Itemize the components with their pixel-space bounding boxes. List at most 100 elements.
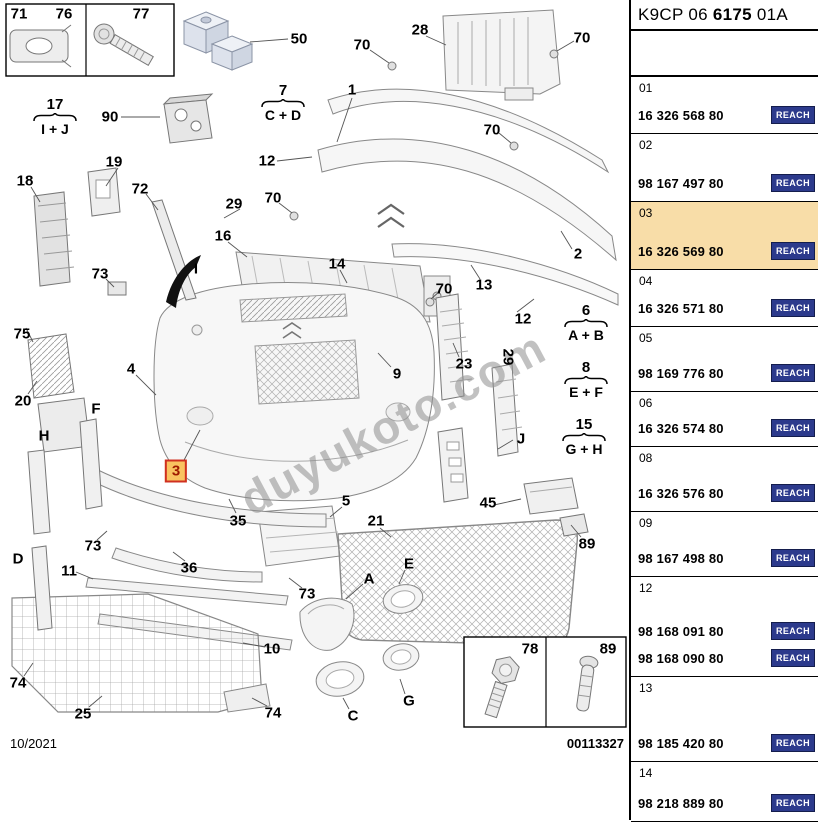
- callout-76[interactable]: 76: [55, 5, 73, 23]
- callout-4[interactable]: 4: [126, 360, 136, 378]
- callout-C[interactable]: C: [347, 707, 359, 725]
- callout-89[interactable]: 89: [599, 640, 617, 658]
- bumper-face[interactable]: [153, 282, 435, 502]
- part-2-upper-molding[interactable]: [317, 138, 617, 262]
- callout-71[interactable]: 71: [10, 5, 28, 23]
- callout-77[interactable]: 77: [132, 5, 150, 23]
- callout-90[interactable]: 90: [101, 108, 119, 126]
- part-90-module[interactable]: [162, 93, 214, 144]
- part-74-under-tray[interactable]: [11, 593, 271, 713]
- icon-box-top-left: [5, 3, 175, 77]
- callout-73[interactable]: 73: [84, 537, 102, 555]
- callout-A[interactable]: A: [363, 570, 375, 588]
- callout-78[interactable]: 78: [521, 640, 539, 658]
- callout-36[interactable]: 36: [180, 559, 198, 577]
- callout-29[interactable]: 29: [499, 348, 517, 366]
- reach-badge[interactable]: REACH: [770, 484, 815, 502]
- callout-2[interactable]: 2: [573, 245, 583, 263]
- callout-1[interactable]: 1: [347, 81, 357, 99]
- callout-89[interactable]: 89: [578, 535, 596, 553]
- part-1-upper-trim[interactable]: [327, 88, 610, 174]
- callout-73[interactable]: 73: [91, 265, 109, 283]
- callout-25[interactable]: 25: [74, 705, 92, 723]
- reach-badge[interactable]: REACH: [770, 364, 815, 382]
- reach-badge[interactable]: REACH: [770, 174, 815, 192]
- reach-badge[interactable]: REACH: [770, 299, 815, 317]
- reach-badge[interactable]: REACH: [770, 649, 815, 667]
- part-13-lower-trim[interactable]: [391, 243, 619, 306]
- callout-11[interactable]: 11: [61, 562, 77, 580]
- reach-badge[interactable]: REACH: [770, 734, 815, 752]
- brace-icon: [261, 98, 305, 107]
- callout-19[interactable]: 19: [105, 153, 123, 171]
- callout-12[interactable]: 12: [258, 152, 276, 170]
- callout-70[interactable]: 70: [353, 36, 371, 54]
- callout-70[interactable]: 70: [573, 29, 591, 47]
- callout-72[interactable]: 72: [131, 180, 149, 198]
- callout-75[interactable]: 75: [13, 325, 31, 343]
- reach-badge[interactable]: REACH: [770, 106, 815, 124]
- callout-D[interactable]: D: [12, 550, 24, 568]
- callout-74[interactable]: 74: [264, 704, 282, 722]
- fog-trim-parts[interactable]: [299, 581, 426, 700]
- part-28-deflector[interactable]: [442, 9, 561, 101]
- callout-74[interactable]: 74: [9, 674, 27, 692]
- callout-3[interactable]: 3: [164, 459, 188, 483]
- callout-H[interactable]: H: [38, 427, 50, 445]
- callout-70[interactable]: 70: [435, 280, 453, 298]
- callout-35[interactable]: 35: [229, 512, 247, 530]
- callout-I[interactable]: I: [193, 260, 199, 278]
- catalog-code-prefix: K9CP 06: [638, 5, 713, 24]
- callout-J[interactable]: J: [516, 430, 526, 448]
- callout-73[interactable]: 73: [298, 585, 316, 603]
- reach-badge[interactable]: REACH: [770, 549, 815, 567]
- callout-18[interactable]: 18: [16, 172, 34, 190]
- callout-9[interactable]: 9: [392, 365, 402, 383]
- callout-23[interactable]: 23: [455, 355, 473, 373]
- callout-21[interactable]: 21: [367, 512, 385, 530]
- callout-20[interactable]: 20: [14, 392, 32, 410]
- callout-70[interactable]: 70: [264, 189, 282, 207]
- callout-12[interactable]: 12: [514, 310, 532, 328]
- reach-badge[interactable]: REACH: [770, 419, 815, 437]
- callout-F[interactable]: F: [91, 400, 101, 418]
- brace-icon: [564, 318, 608, 327]
- part-50-module[interactable]: [182, 11, 254, 71]
- right-side-parts[interactable]: [435, 293, 589, 537]
- reach-badge[interactable]: REACH: [770, 242, 815, 260]
- callout-16[interactable]: 16: [214, 227, 232, 245]
- reach-badge[interactable]: REACH: [770, 794, 815, 812]
- callout-29[interactable]: 29: [225, 195, 243, 213]
- callout-13[interactable]: 13: [475, 276, 493, 294]
- callout-G[interactable]: G: [403, 692, 415, 710]
- row-index: 09: [639, 516, 653, 530]
- reach-badge[interactable]: REACH: [770, 622, 815, 640]
- callout-5[interactable]: 5: [341, 492, 351, 510]
- part-number: 16 326 574 80: [638, 420, 724, 436]
- part-number: 98 169 776 80: [638, 365, 724, 381]
- callout-10[interactable]: 10: [263, 640, 281, 658]
- callout-E[interactable]: E: [403, 555, 415, 573]
- callout-14[interactable]: 14: [328, 255, 346, 273]
- callout-70[interactable]: 70: [483, 121, 501, 139]
- left-side-parts[interactable]: [27, 167, 201, 631]
- callout-45[interactable]: 45: [479, 494, 497, 512]
- callout-50[interactable]: 50: [290, 30, 308, 48]
- callout-28[interactable]: 28: [411, 21, 429, 39]
